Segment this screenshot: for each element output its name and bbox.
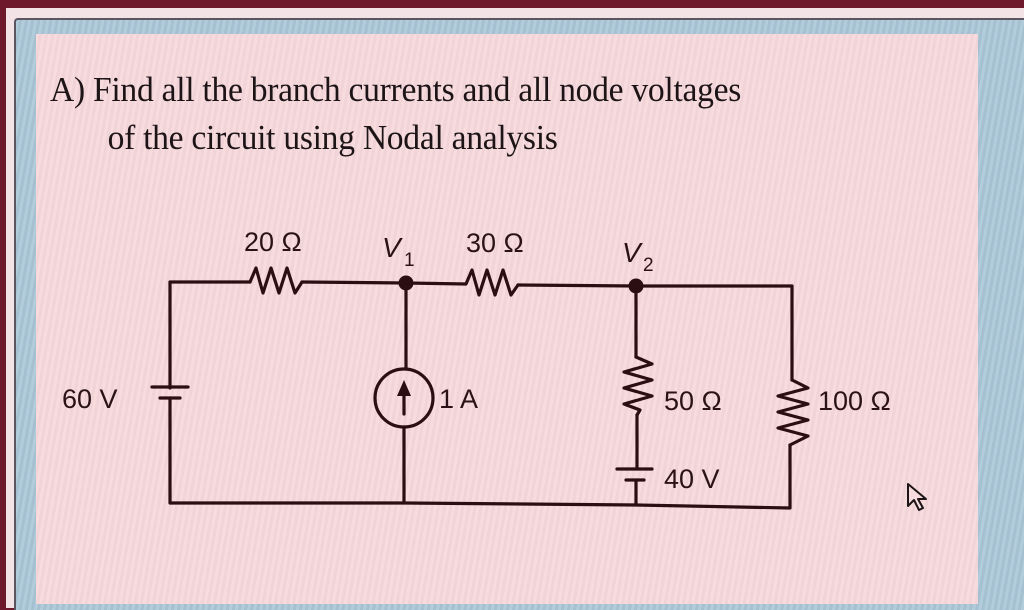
wire-r2-to-v2 <box>516 283 794 382</box>
circuit-diagram: 20 Ω 30 Ω 50 Ω 100 Ω 60 V 40 V 1 A V 1 V… <box>62 227 891 510</box>
source-1a-label: 1 A <box>439 384 478 414</box>
node-v2-subscript: 2 <box>643 255 654 276</box>
wire-left-bottom <box>168 396 792 510</box>
node-v2-symbol: V <box>622 237 643 268</box>
node-v1-subscript: 1 <box>404 250 415 271</box>
resistor-50-symbol <box>622 355 654 417</box>
source-60v-label: 60 V <box>62 384 118 414</box>
wire-r1-to-v1 <box>300 280 408 285</box>
resistor-50-label: 50 Ω <box>664 386 722 416</box>
slide-content-area <box>36 34 978 604</box>
resistor-30-symbol <box>404 268 520 297</box>
node-v1-label: V 1 <box>382 232 415 271</box>
source-40v-label: 40 V <box>664 464 720 494</box>
resistor-100-symbol <box>776 378 810 447</box>
node-v2-label: V 2 <box>622 237 654 276</box>
question-line-2: of the circuit using Nodal analysis <box>107 118 558 157</box>
wire-left-top <box>168 280 252 390</box>
question-text: A) Find all the branch currents and all … <box>50 66 741 162</box>
question-line-1: A) Find all the branch currents and all … <box>50 70 742 109</box>
current-arrow-head <box>397 380 411 396</box>
node-v1-symbol: V <box>382 232 403 263</box>
node-v2-dot <box>628 278 644 294</box>
resistor-20-label: 20 Ω <box>244 227 302 257</box>
resistor-30-label: 30 Ω <box>466 228 524 258</box>
node-v1-dot <box>398 275 414 291</box>
resistor-20-symbol <box>248 266 304 295</box>
mouse-pointer-icon <box>907 483 927 511</box>
resistor-100-label: 100 Ω <box>818 386 891 416</box>
